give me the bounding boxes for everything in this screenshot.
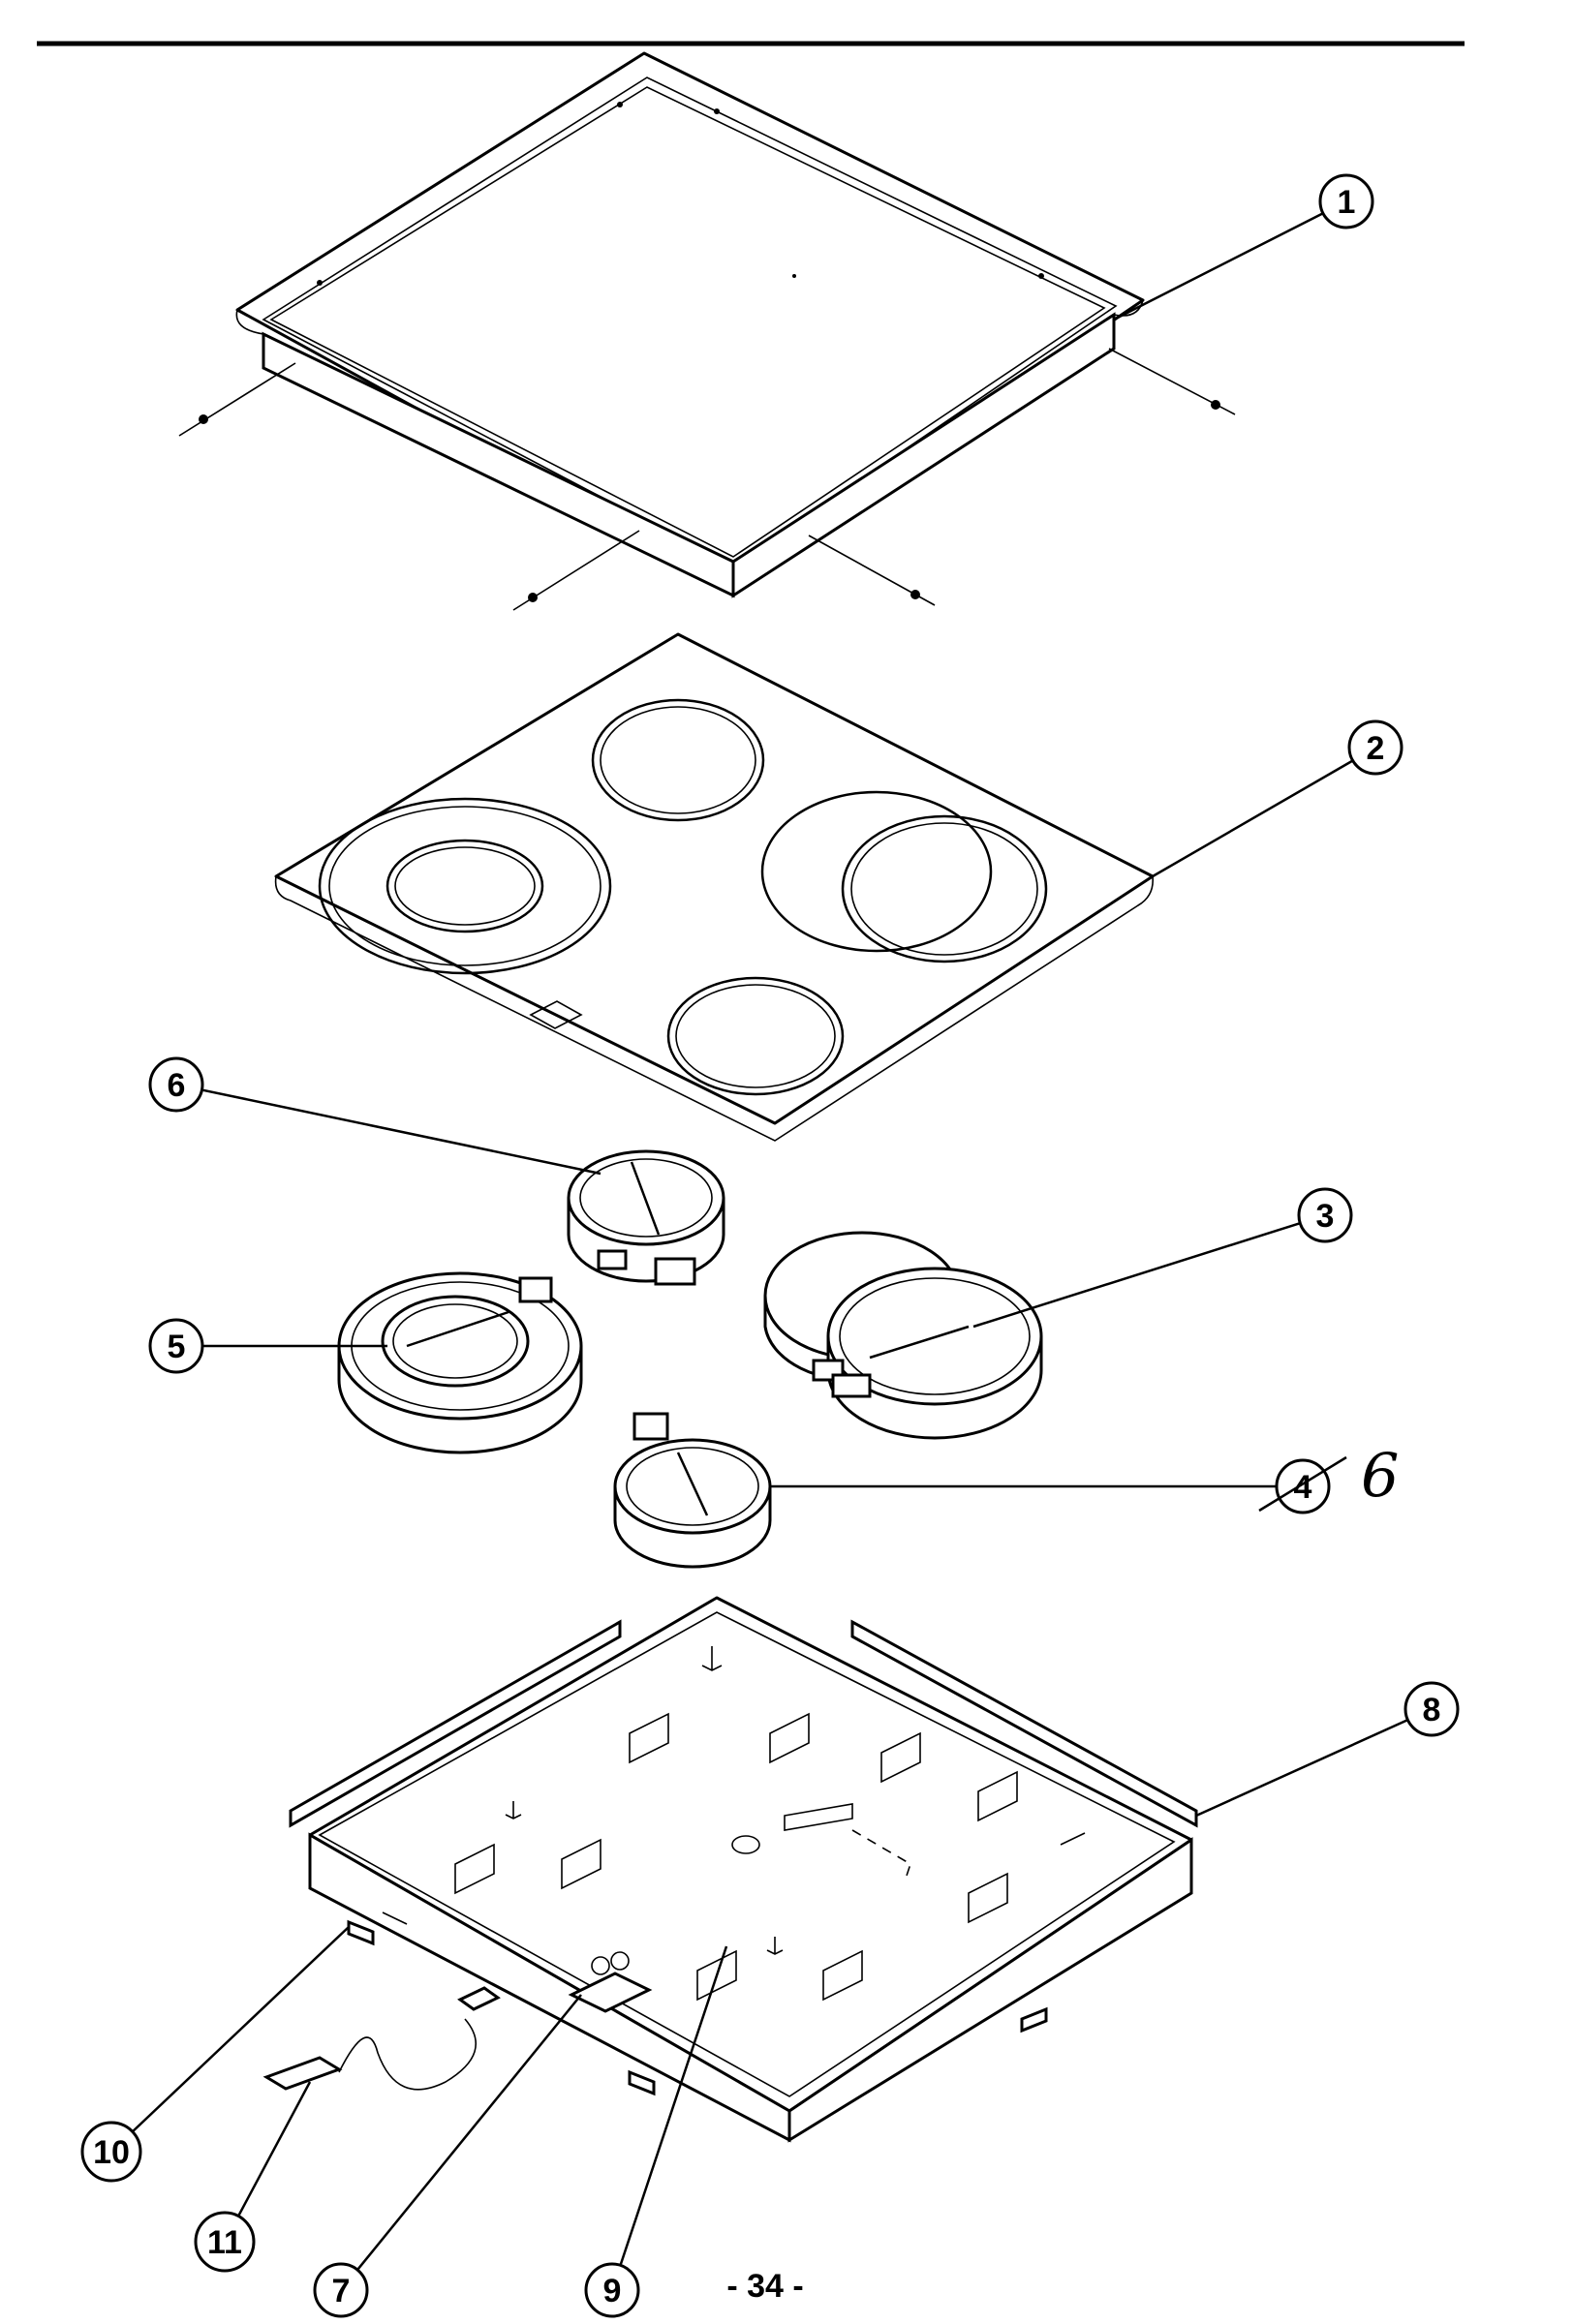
callout-2-circle [1347, 719, 1403, 776]
callout-9-circle [584, 2262, 640, 2318]
callout-4-label: 4 [1294, 1469, 1312, 1506]
callout-8-leader-line [1195, 1718, 1408, 1818]
callout-5: 5 [148, 1318, 387, 1374]
callout-4: 4 [770, 1458, 1331, 1514]
part-11-wire-connector [262, 1986, 501, 2091]
callout-1: 1 [1113, 173, 1374, 321]
callout-7-circle [313, 2262, 369, 2318]
callout-group: 1 2 3 4 5 6 7 8 9 10 11 [80, 173, 1460, 2318]
callout-1-leader-line [1113, 212, 1324, 321]
callout-3-circle [1297, 1187, 1353, 1243]
callout-11: 11 [194, 2081, 312, 2273]
callout-1-circle [1318, 173, 1374, 229]
part-1-cooktop-frame [178, 51, 1236, 611]
callout-3: 3 [972, 1187, 1353, 1329]
callout-10-label: 10 [93, 2134, 130, 2171]
callout-7-leader-line [356, 1994, 582, 2271]
callout-9-label: 9 [603, 2273, 622, 2309]
callout-6-circle [148, 1056, 204, 1113]
callout-8-circle [1403, 1681, 1460, 1737]
callout-8: 8 [1195, 1681, 1460, 1818]
callout-10-leader-line [131, 1926, 350, 2133]
callout-11-leader-line [237, 2081, 312, 2217]
callout-5-circle [148, 1318, 204, 1374]
callout-11-label: 11 [207, 2224, 242, 2261]
part-5-dual-surface-element [337, 1271, 583, 1454]
callout-8-label: 8 [1423, 1692, 1441, 1728]
callout-2-leader-line [1152, 759, 1354, 878]
callout-7-label: 7 [332, 2273, 351, 2309]
callout-10: 10 [80, 1926, 350, 2183]
callout-6-label: 6 [168, 1067, 186, 1104]
part-6-surface-element-small [567, 1149, 725, 1286]
strike-through-line [1258, 1455, 1347, 1513]
callout-3-label: 3 [1316, 1198, 1335, 1235]
callout-2: 2 [1152, 719, 1403, 878]
callout-6: 6 [148, 1056, 601, 1176]
callout-9: 9 [584, 1945, 728, 2318]
part-2-glass-cooktop [274, 632, 1155, 1142]
callout-10-circle [80, 2121, 142, 2183]
callout-1-label: 1 [1338, 184, 1356, 221]
handwritten-note: 6 [1361, 1440, 1399, 1511]
part-3-bridge-surface-element [763, 1231, 1043, 1440]
callout-7: 7 [313, 1994, 582, 2318]
callout-4-circle [1275, 1458, 1331, 1514]
callout-11-circle [194, 2211, 256, 2273]
callout-6-leader-line [201, 1088, 601, 1176]
callout-9-leader-line [619, 1945, 728, 2266]
callout-5-label: 5 [168, 1329, 186, 1365]
page-number: - 34 - [726, 2268, 803, 2305]
callout-3-leader-line [972, 1221, 1301, 1329]
part-4-surface-element-small [613, 1412, 772, 1569]
callout-2-label: 2 [1367, 730, 1385, 767]
part-8-base-pan [289, 1596, 1198, 2143]
